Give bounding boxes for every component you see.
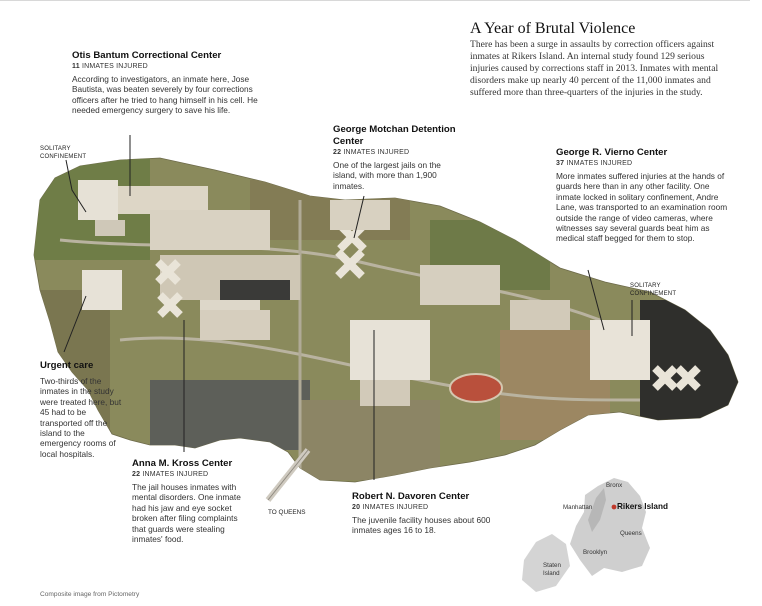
callout-george-vierno: George R. Vierno Center 37 INMATES INJUR… (556, 147, 728, 244)
building-vierno (590, 320, 650, 380)
callout-robert-davoren: Robert N. Davoren Center 20 INMATES INJU… (352, 491, 492, 536)
callout-otis-bantum: Otis Bantum Correctional Center 11 INMAT… (72, 50, 277, 116)
injury-count: 37 INMATES INJURED (556, 160, 633, 167)
callout-name: George Motchan Detention Center (333, 124, 456, 147)
to-queens-label: TO QUEENS (268, 509, 306, 516)
building-cluster (420, 265, 500, 305)
callout-anna-kross: Anna M. Kross Center 22 INMATES INJURED … (132, 458, 242, 544)
building (95, 220, 125, 236)
callout-description: The jail houses inmates with mental diso… (132, 482, 241, 545)
injury-count: 22 INMATES INJURED (132, 471, 209, 478)
inset-label-manhattan: Manhattan (563, 504, 593, 511)
injury-count: 22 INMATES INJURED (333, 149, 410, 156)
building-otis-bantum (78, 180, 118, 220)
building (360, 380, 410, 406)
inset-label-rikers: Rikers Island (617, 502, 668, 511)
inset-label-brooklyn: Brooklyn (583, 549, 608, 556)
building-davoren (350, 320, 430, 380)
callout-george-motchan: George Motchan Detention Center 22 INMAT… (333, 124, 463, 191)
building-otis-bantum (118, 186, 208, 214)
building-roof (220, 280, 290, 300)
running-track (449, 373, 503, 403)
landfill-area (640, 300, 738, 430)
callout-description: The juvenile facility houses about 600 i… (352, 515, 491, 536)
inset-manhattan (588, 488, 606, 532)
parking-lot (150, 380, 310, 450)
callout-name: Otis Bantum Correctional Center (72, 50, 222, 61)
callout-name: Urgent care (40, 360, 94, 371)
inset-staten-island (522, 534, 570, 592)
inset-land (570, 478, 650, 576)
callout-description: According to investigators, an inmate he… (72, 74, 258, 116)
building-cluster (200, 310, 270, 340)
nyc-inset-map (522, 478, 650, 592)
inset-label-queens: Queens (620, 530, 642, 537)
callout-description: More inmates suffered injuries at the ha… (556, 171, 728, 244)
callout-name: Robert N. Davoren Center (352, 491, 470, 502)
leader-lines (63, 135, 633, 480)
bare-ground (300, 400, 440, 480)
rikers-marker (611, 504, 617, 510)
page-title: A Year of Brutal Violence (470, 20, 636, 37)
top-rule (0, 0, 750, 1)
callout-name: Anna M. Kross Center (132, 458, 233, 469)
building-motchan (330, 200, 390, 230)
building-cluster (150, 210, 270, 250)
building-cluster (510, 300, 570, 330)
callout-description: One of the largest jails on the island, … (333, 160, 441, 191)
image-credit: Composite image from Pictometry (40, 591, 140, 598)
intro-text: There has been a surge in assaults by co… (470, 39, 719, 98)
injury-count: 20 INMATES INJURED (352, 504, 429, 511)
callout-description: Two-thirds of the inmates in the study w… (40, 376, 122, 459)
bridge-edge (267, 449, 309, 501)
building-urgent-care (82, 270, 122, 310)
injury-count: 11 INMATES INJURED (72, 63, 148, 70)
callout-urgent-care: Urgent care Two-thirds of the inmates in… (40, 360, 126, 459)
inset-label-bronx: Bronx (606, 482, 623, 489)
callout-name: George R. Vierno Center (556, 147, 668, 158)
